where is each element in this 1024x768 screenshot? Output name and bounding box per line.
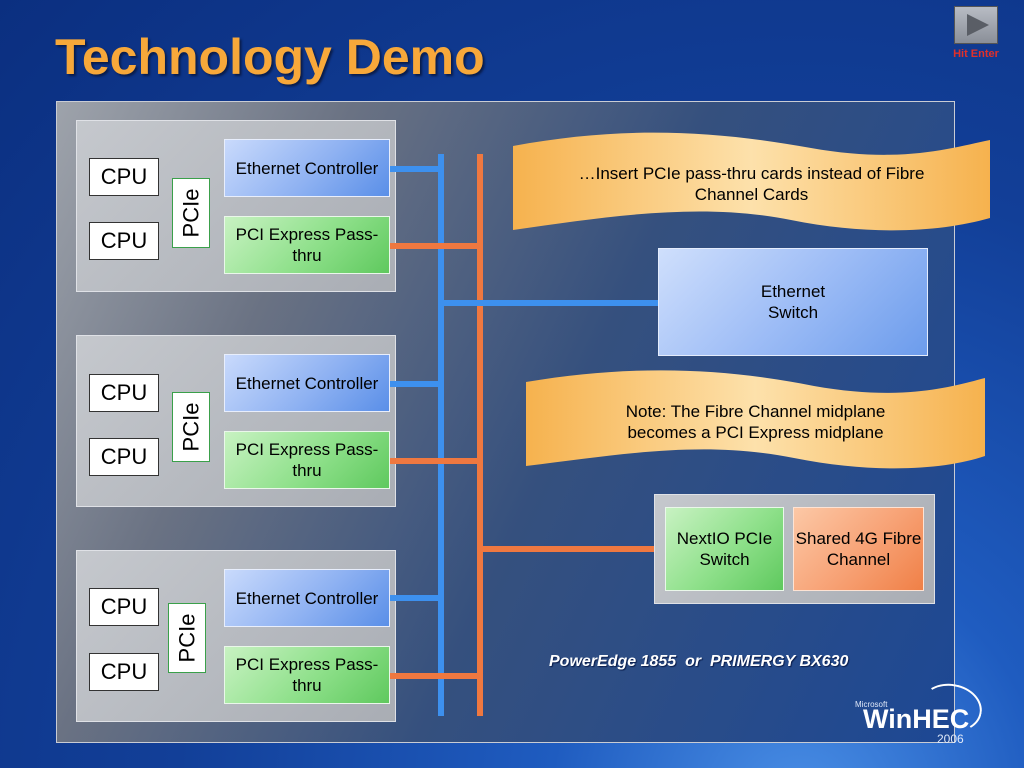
- pcie-backplane-line: [477, 154, 483, 716]
- shared-fibre-channel: Shared 4G Fibre Channel: [793, 507, 924, 591]
- logo-year: 2006: [937, 732, 964, 746]
- ethernet-backplane-line: [438, 154, 444, 716]
- cpu-box: CPU: [89, 158, 159, 196]
- cpu-box: CPU: [89, 374, 159, 412]
- pcie-chip: PCIe: [168, 603, 206, 673]
- cpu-box: CPU: [89, 438, 159, 476]
- ethernet-link: [390, 166, 442, 172]
- hit-enter-hint: Hit Enter: [953, 48, 999, 60]
- cpu-box: CPU: [89, 222, 159, 260]
- platform-caption: PowerEdge 1855 or PRIMERGY BX630: [549, 653, 849, 670]
- pci-express-pass-thru: PCI Express Pass-thru: [224, 646, 390, 704]
- ethernet-switch-label: Ethernet Switch: [760, 282, 826, 322]
- nextio-pcie-switch: NextIO PCIe Switch: [665, 507, 784, 591]
- ethernet-controller: Ethernet Controller: [224, 139, 390, 197]
- nextio-label: NextIO PCIe Switch: [676, 529, 773, 569]
- callout-midplane-note: Note: The Fibre Channel midplane becomes…: [524, 370, 987, 474]
- pcie-link: [390, 458, 482, 464]
- cpu-box: CPU: [89, 588, 159, 626]
- nextio-switch-link: [481, 546, 654, 552]
- cpu-box: CPU: [89, 653, 159, 691]
- ethernet-controller: Ethernet Controller: [224, 354, 390, 412]
- ethernet-switch-link: [442, 300, 658, 306]
- pcie-link: [390, 673, 482, 679]
- pci-express-pass-thru: PCI Express Pass-thru: [224, 431, 390, 489]
- pcie-chip: PCIe: [172, 392, 210, 462]
- callout-text: Note: The Fibre Channel midplane becomes…: [625, 402, 886, 442]
- ethernet-link: [390, 595, 442, 601]
- pcie-link: [390, 243, 482, 249]
- ethernet-link: [390, 381, 442, 387]
- pcie-chip: PCIe: [172, 178, 210, 248]
- callout-text: …Insert PCIe pass-thru cards instead of …: [578, 164, 925, 204]
- play-icon: [967, 14, 989, 36]
- next-slide-button[interactable]: [954, 6, 998, 44]
- logo-microsoft: Microsoft: [855, 700, 888, 709]
- ethernet-controller: Ethernet Controller: [224, 569, 390, 627]
- pcie-label: PCIe: [174, 613, 200, 663]
- shared-fc-label: Shared 4G Fibre Channel: [795, 529, 922, 569]
- pcie-label: PCIe: [178, 402, 204, 452]
- pci-express-pass-thru: PCI Express Pass-thru: [224, 216, 390, 274]
- slide-title: Technology Demo: [55, 29, 485, 85]
- pcie-label: PCIe: [178, 188, 204, 238]
- ethernet-switch: Ethernet Switch: [658, 248, 928, 356]
- callout-insert-pcie: …Insert PCIe pass-thru cards instead of …: [511, 132, 992, 236]
- winhec-logo: WinHEC: [863, 704, 970, 734]
